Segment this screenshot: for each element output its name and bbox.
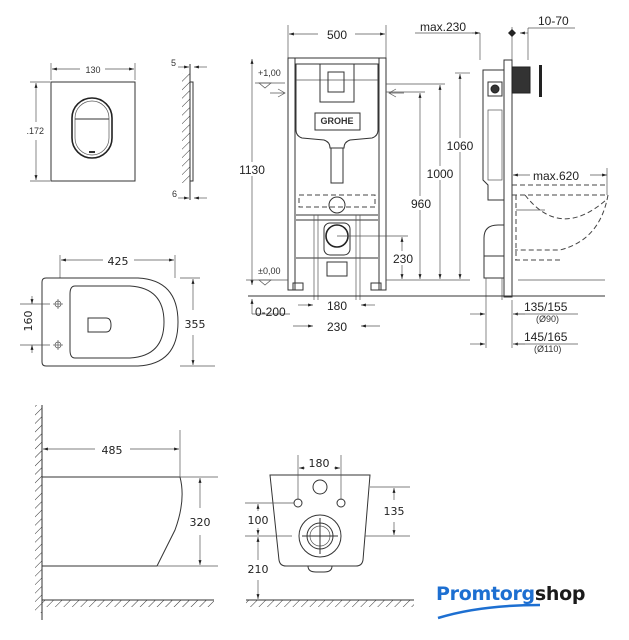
flush-plate-width-label: 130: [85, 65, 100, 75]
max-depth-label: max.230: [420, 20, 466, 34]
flush-plate-height-label: .172: [26, 126, 44, 136]
bowl-back-view: 180 135 100 210: [245, 455, 414, 607]
logo-part-2: shop: [534, 583, 586, 605]
frame-height-label: 1130: [239, 163, 265, 177]
pipe-90-diameter-label: (Ø90): [536, 314, 559, 324]
plate-depth-top-label: 5: [171, 58, 176, 68]
level-top-label: +1,00: [258, 68, 281, 78]
outlet-height-label: 210: [248, 563, 269, 576]
bowl-projection-label: max.620: [533, 169, 579, 183]
install-frame-side: max.230 10-70 max.620: [415, 14, 609, 354]
bowl-side-view: 485 320: [35, 405, 218, 620]
bowl-side-height-label: 320: [190, 516, 211, 529]
inlet-offset-label: 135: [384, 505, 405, 518]
bowl-side-length-label: 485: [102, 444, 123, 457]
pipe-110-diameter-label: (Ø110): [534, 344, 561, 354]
install-frame-front: 500 GROHE: [238, 25, 476, 334]
level-zero-label: ±0,00: [258, 266, 280, 276]
flush-plate-front: 130 .172: [26, 63, 136, 182]
floor-offset-label: 0-200: [255, 305, 286, 319]
bowl-width-label: 355: [185, 318, 206, 331]
plate-depth-bottom-label: 6: [172, 189, 177, 199]
height-1060-label: 1060: [447, 139, 474, 153]
button-depth-label: 10-70: [538, 14, 569, 28]
bowl-length-label: 425: [108, 255, 129, 268]
bolt-spacing-inner-label: 180: [327, 299, 347, 313]
back-bolt-spacing-label: 180: [309, 457, 330, 470]
logo-part-1: Promtorg: [436, 583, 535, 605]
seat-holes-label: 160: [22, 311, 35, 332]
height-1000-label: 1000: [427, 167, 454, 181]
frame-width-label: 500: [327, 28, 347, 42]
pipe-110-offset-label: 145/165: [524, 330, 568, 344]
logo-swoosh: [437, 603, 541, 620]
pipe-90-offset-label: 135/155: [524, 300, 568, 314]
promtorgshop-logo: Promtorgshop: [436, 583, 585, 605]
grohe-brand-label: GROHE: [320, 116, 353, 126]
drain-height-label: 230: [393, 252, 413, 266]
bowl-top-view: 425 160 355: [20, 255, 215, 367]
height-960-label: 960: [411, 197, 431, 211]
bolt-spacing-outer-label: 230: [327, 320, 347, 334]
flush-plate-side: 5 6: [171, 58, 207, 200]
bolt-to-outlet-label: 100: [248, 514, 269, 527]
